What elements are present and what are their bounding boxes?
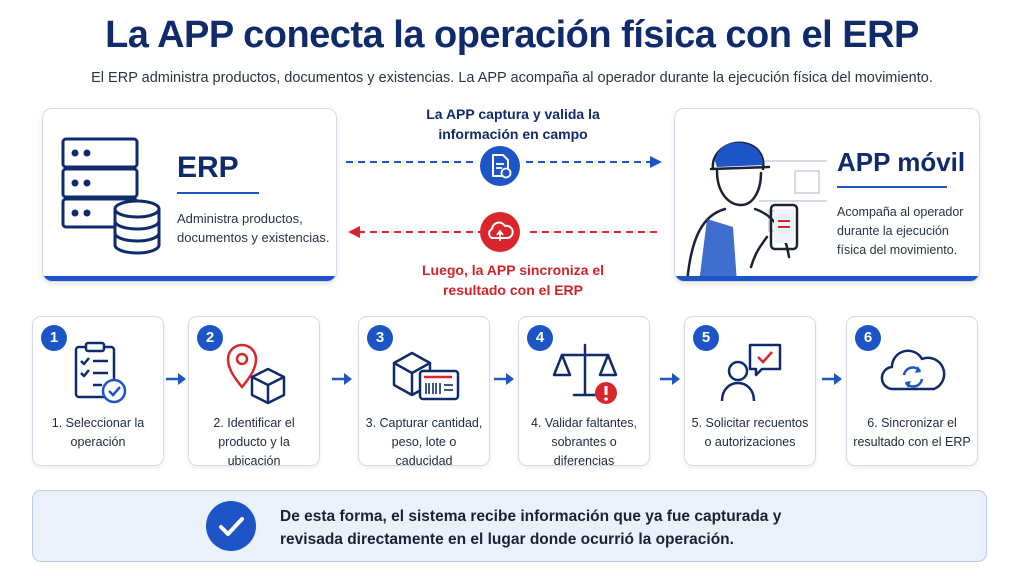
step-label: 3. Capturar cantidad, peso, lote o caduc… <box>365 416 483 468</box>
step-number-badge: 3 <box>367 325 393 351</box>
server-database-icon <box>61 137 161 255</box>
step-number-badge: 6 <box>855 325 881 351</box>
scale-alert-icon <box>552 343 618 404</box>
step-label: 4. Validar faltantes, sobrantes o difere… <box>530 416 638 468</box>
flow-capture-label: La APP captura y valida la información e… <box>426 106 600 142</box>
step-label: 2. Identificar el producto y la ubicació… <box>213 416 295 468</box>
page-title: La APP conecta la operación física con e… <box>105 14 919 56</box>
step-card-2: 2 2. Identificar el producto y la ubicac… <box>188 316 320 468</box>
user-approval-icon <box>720 343 782 402</box>
step-number-badge: 5 <box>693 325 719 351</box>
step-arrow-2 <box>332 373 352 385</box>
step-number-badge: 4 <box>527 325 553 351</box>
checklist-icon <box>74 341 127 404</box>
app-title: APP móvil <box>837 147 966 177</box>
step-number-badge: 2 <box>197 325 223 351</box>
document-check-icon <box>480 146 520 186</box>
step-label: 6. Sincronizar el resultado con el ERP <box>853 416 971 449</box>
package-label-icon <box>392 351 460 401</box>
erp-card: ERP Administra productos, documentos y e… <box>42 108 337 282</box>
flow-sync-label: Luego, la APP sincroniza el resultado co… <box>421 262 605 298</box>
step-number-badge: 1 <box>41 325 67 351</box>
erp-description: Administra productos, documentos y exist… <box>177 211 330 245</box>
step-card-1: 1 1. Seleccionar la operación <box>32 316 164 466</box>
page-subtitle: El ERP administra productos, documentos … <box>91 70 933 86</box>
flow-arrow-to-erp <box>348 226 662 238</box>
app-description: Acompaña al operador durante la ejecució… <box>837 205 964 257</box>
cloud-upload-icon <box>480 212 520 252</box>
checkmark-icon <box>206 501 256 551</box>
erp-card-accent-bar <box>43 276 336 281</box>
summary-text: De esta forma, el sistema recibe informa… <box>280 508 782 548</box>
step-card-4: 4 4. Validar faltantes, sobrantes o dife… <box>518 316 650 468</box>
app-title-underline <box>837 186 947 188</box>
erp-title-underline <box>177 192 259 194</box>
summary-panel: De esta forma, el sistema recibe informa… <box>32 490 987 562</box>
cloud-sync-icon <box>880 349 946 391</box>
location-box-icon <box>226 343 286 405</box>
step-arrow-1 <box>166 373 186 385</box>
step-arrow-4 <box>660 373 680 385</box>
erp-title: ERP <box>177 151 239 184</box>
step-card-6: 6 6. Sincronizar el resultado con el ERP <box>846 316 978 466</box>
flow-arrow-to-app <box>346 156 662 168</box>
step-card-3: 3 3. Capturar cantidad, peso, lote o cad… <box>358 316 490 468</box>
step-arrow-5 <box>822 373 842 385</box>
step-label: 5. Solicitar recuentos o autorizaciones <box>691 416 809 449</box>
step-label: 1. Seleccionar la operación <box>51 416 145 449</box>
step-card-5: 5 5. Solicitar recuentos o autorizacione… <box>684 316 816 466</box>
app-card: APP móvil Acompaña al operador durante l… <box>674 108 980 282</box>
app-card-accent-bar <box>675 276 979 281</box>
operator-with-phone-illustration <box>685 141 827 281</box>
step-arrow-3 <box>494 373 514 385</box>
